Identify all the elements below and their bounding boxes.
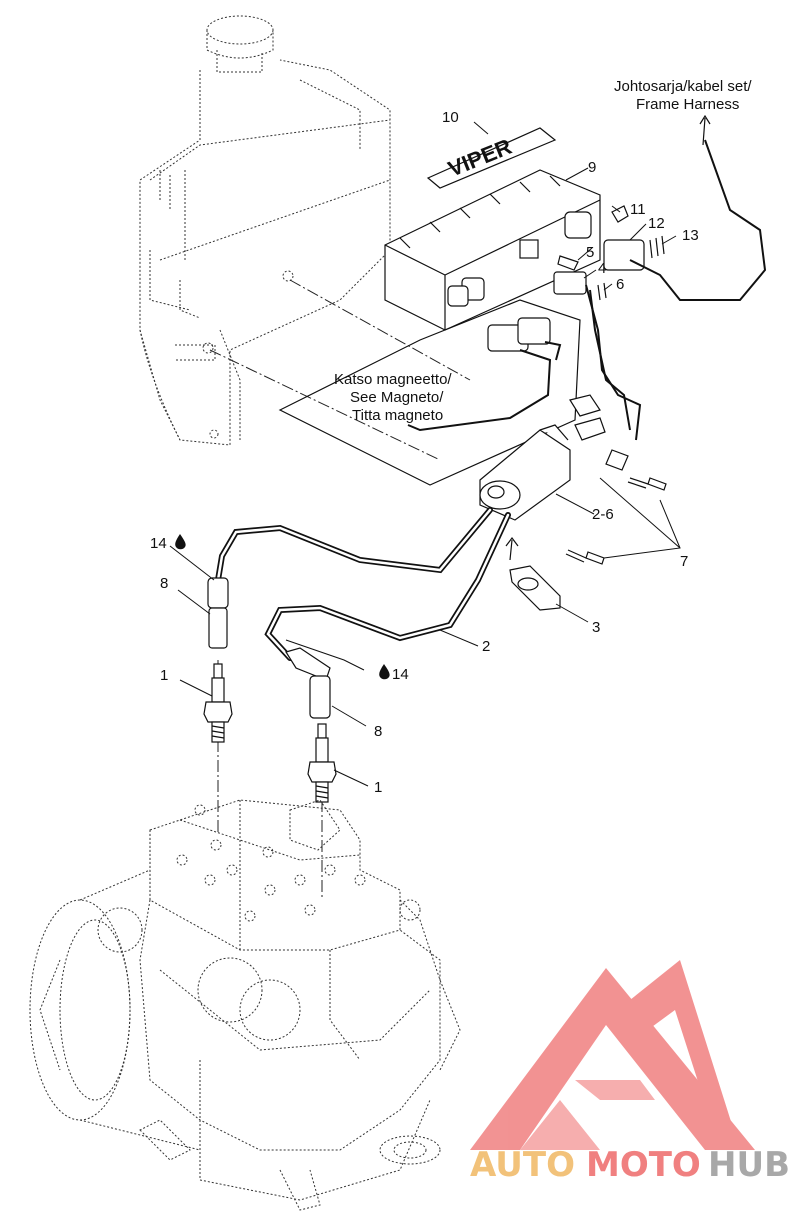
callout-2: 2: [482, 638, 490, 655]
logo-text-auto: AUTO: [470, 1145, 575, 1185]
magneto-label-line2: See Magneto/: [350, 389, 444, 406]
ignition-coil: [479, 394, 629, 521]
high-tension-cables: [215, 507, 511, 661]
callout-1-lower: 1: [374, 779, 382, 796]
spark-plug-boots-8: [207, 577, 331, 719]
callout-3: 3: [592, 619, 600, 636]
connector-group: [553, 114, 767, 441]
callout-1-upper: 1: [160, 667, 168, 684]
harness-label-line2: Frame Harness: [636, 96, 739, 113]
magneto-reference-box: [278, 299, 581, 486]
callout-14-upper: 14: [150, 535, 167, 552]
spark-plugs-1: [203, 663, 337, 803]
engine-block: [29, 799, 461, 1211]
logo-triangle-mark: [470, 960, 755, 1150]
callout-4: 4: [598, 260, 606, 277]
callout-5: 5: [586, 244, 594, 261]
callout-9: 9: [588, 159, 596, 176]
callout-6: 6: [616, 276, 624, 293]
drop-icon: [379, 664, 390, 680]
harness-label-line1: Johtosarja/kabel set/: [614, 78, 752, 95]
oil-tank: [139, 15, 391, 446]
ecu-module-9: [384, 169, 601, 331]
leader-lines: [169, 121, 681, 787]
callout-7: 7: [680, 553, 688, 570]
callout-8-lower: 8: [374, 723, 382, 740]
callout-13: 13: [682, 227, 699, 244]
magneto-label-line3: Titta magneto: [352, 407, 443, 424]
watermark-logo: AUTO MOTO HUB: [470, 960, 790, 1185]
callout-11: 11: [630, 201, 646, 218]
logo-text-moto: MOTO: [586, 1145, 701, 1185]
callout-14-lower: 14: [392, 666, 409, 683]
screws-7: [565, 477, 667, 565]
logo-text-hub: HUB: [708, 1145, 790, 1185]
callout-8-upper: 8: [160, 575, 168, 592]
clamp-3: [505, 537, 561, 611]
drop-icon: [175, 534, 186, 550]
callout-10: 10: [442, 109, 459, 126]
callout-12: 12: [648, 215, 665, 232]
decal-text: VIPER: [445, 134, 516, 182]
callout-2-6: 2-6: [592, 506, 614, 523]
magneto-label-line1: Katso magneetto/: [334, 371, 452, 388]
callout-labels: Johtosarja/kabel set/ Frame Harness Kats…: [150, 78, 752, 796]
